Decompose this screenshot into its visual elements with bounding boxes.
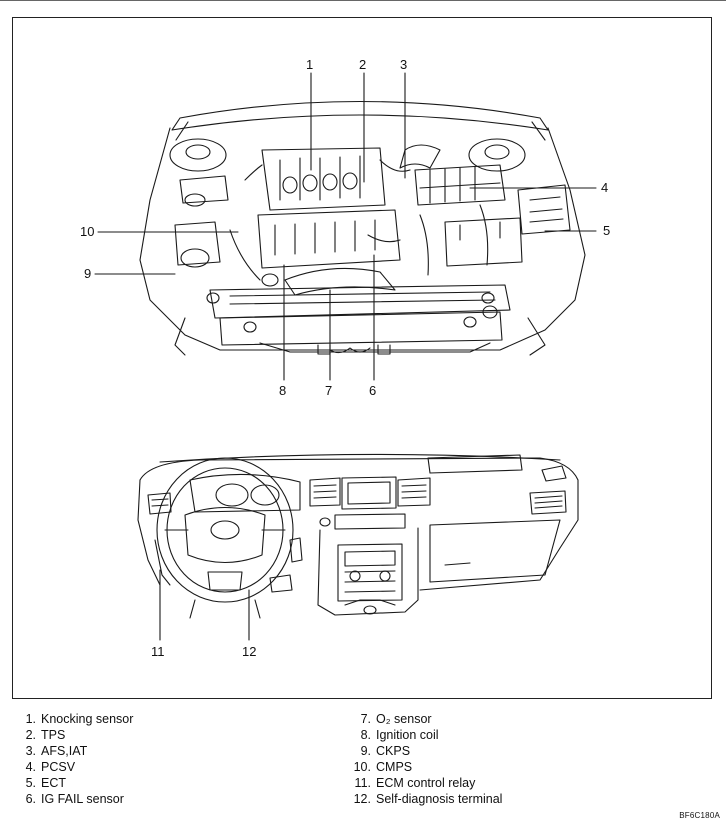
dashboard-leader-lines — [159, 569, 250, 641]
legend-item: 4.PCSV — [25, 760, 76, 774]
callout-9: 9 — [84, 266, 92, 281]
legend-item: 11.ECM control relay — [354, 776, 476, 790]
legend-item: 8.Ignition coil — [360, 728, 439, 742]
legend-item: 12.Self-diagnosis terminal — [353, 792, 503, 806]
callout-1: 1 — [306, 57, 314, 72]
legend-item: 9.CKPS — [360, 744, 411, 758]
callout-10: 10 — [80, 224, 95, 239]
callout-11: 11 — [151, 644, 165, 659]
diagram-frame — [12, 17, 712, 699]
figure-code: BF6C180A — [679, 811, 720, 820]
top-rule — [0, 0, 726, 1]
callout-6: 6 — [369, 383, 377, 398]
legend-item: 5.ECT — [25, 776, 66, 790]
legend-item: 3.AFS,IAT — [25, 744, 88, 758]
callout-3: 3 — [400, 57, 408, 72]
legend-item: 7.O₂ sensor — [360, 712, 432, 726]
engine-bay-illustration — [139, 100, 586, 356]
callout-8: 8 — [279, 383, 287, 398]
legend-item: 1.Knocking sensor — [25, 712, 134, 726]
callout-12: 12 — [242, 644, 257, 659]
callout-5: 5 — [603, 223, 611, 238]
legend-column-left: 1.Knocking sensor 2.TPS 3.AFS,IAT 4.PCSV… — [14, 711, 134, 807]
legend-item: 6.IG FAIL sensor — [25, 792, 124, 806]
legend-column-right: 7.O₂ sensor 8.Ignition coil 9.CKPS 10.CM… — [349, 711, 503, 807]
legend-item: 2.TPS — [25, 728, 66, 742]
engine-leader-lines — [94, 72, 597, 381]
dashboard-illustration — [137, 453, 579, 619]
callout-4: 4 — [601, 180, 609, 195]
callout-7: 7 — [325, 383, 333, 398]
callout-2: 2 — [359, 57, 367, 72]
legend-item: 10.CMPS — [353, 760, 413, 774]
